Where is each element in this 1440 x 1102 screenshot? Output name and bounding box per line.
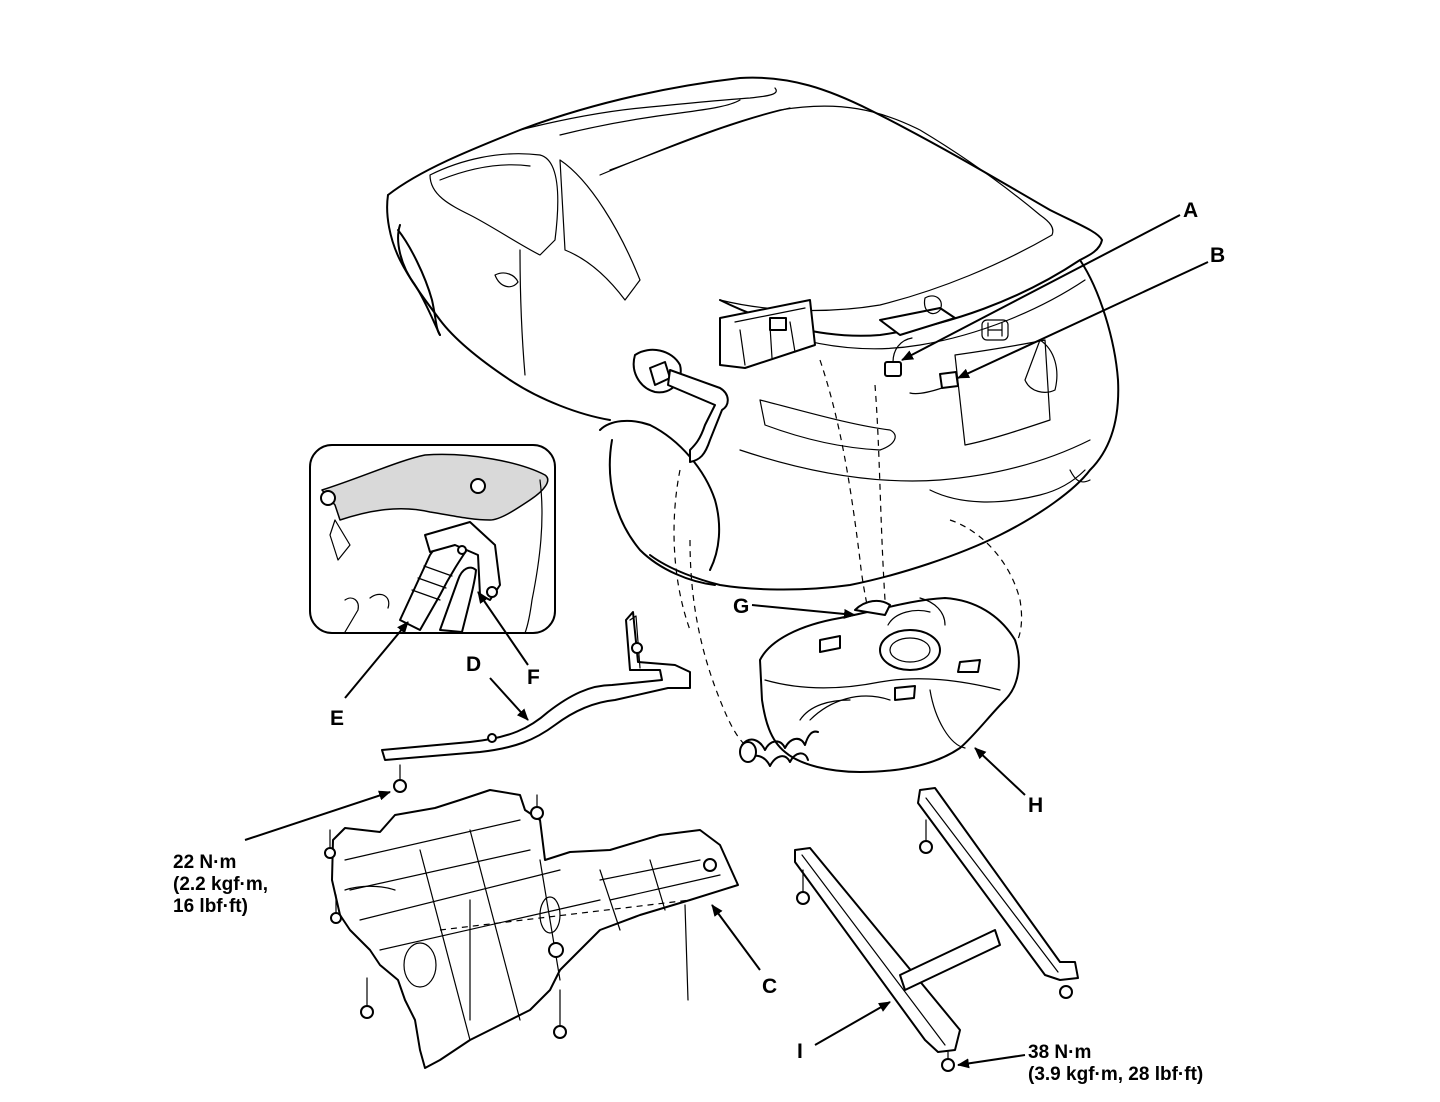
trunk-components xyxy=(719,295,959,395)
under-cover xyxy=(324,764,739,1069)
fuel-tank xyxy=(739,597,1020,773)
torque-spec-left: 22 N·m (2.2 kgf·m, 16 lbf·ft) xyxy=(173,852,268,917)
torque-right-line1: 38 N·m xyxy=(1028,1042,1091,1063)
leader-lines xyxy=(244,214,1209,1069)
torque-left-line2: (2.2 kgf·m, xyxy=(173,874,268,895)
callout-d: D xyxy=(466,653,481,676)
callout-h: H xyxy=(1028,794,1043,817)
callout-e: E xyxy=(330,707,344,730)
torque-left-line1: 22 N·m xyxy=(173,852,236,873)
torque-spec-right: 38 N·m (3.9 kgf·m, 28 lbf·ft) xyxy=(1028,1042,1203,1085)
torque-right-line2: (3.9 kgf·m, 28 lbf·ft) xyxy=(1028,1064,1203,1085)
callout-f: F xyxy=(527,666,540,689)
callout-labels: A B C D E F G H I xyxy=(330,199,1225,1063)
torque-left-line3: 16 lbf·ft) xyxy=(173,896,248,917)
filler-neck-upper xyxy=(649,361,729,463)
inset-detail xyxy=(309,444,556,634)
callout-g: G xyxy=(733,595,749,618)
callout-b: B xyxy=(1210,244,1225,267)
heat-shield-bracket-d xyxy=(381,611,691,761)
callout-c: C xyxy=(762,975,777,998)
callout-i: I xyxy=(797,1040,803,1063)
callout-a: A xyxy=(1183,199,1198,222)
tank-straps xyxy=(794,787,1079,1072)
